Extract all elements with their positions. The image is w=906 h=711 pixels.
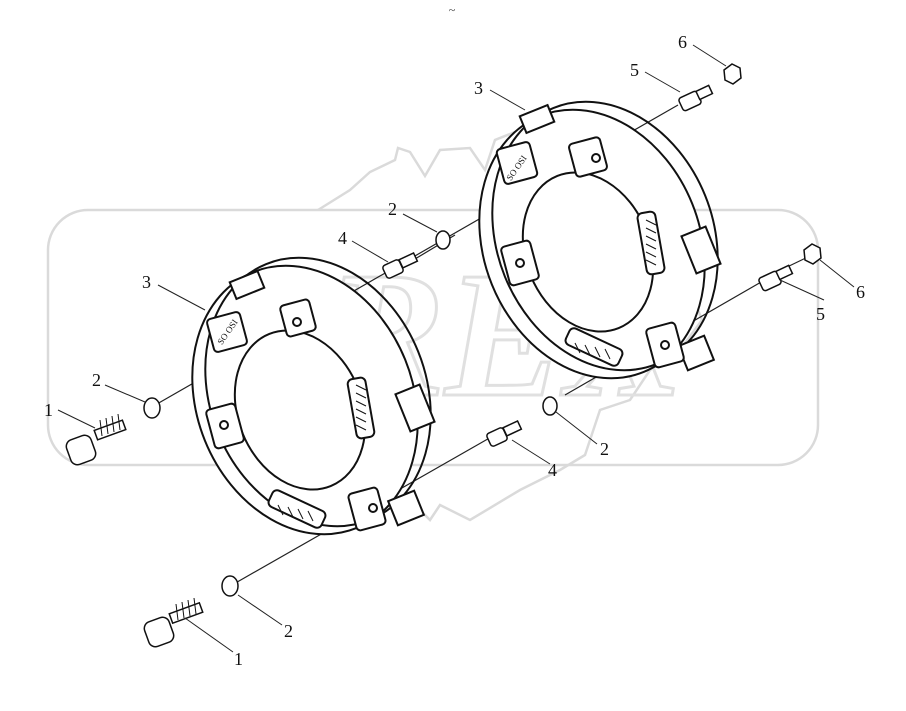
- callout-label: 2: [600, 439, 609, 459]
- stud-right-lower: [758, 264, 794, 292]
- washer-middle-upper: [435, 230, 451, 250]
- weight-right-slot-hatch: [574, 219, 657, 360]
- weight-right-hole-upper: [568, 136, 608, 178]
- stud-middle-upper: [382, 251, 419, 279]
- weight-right-slot-right: [636, 210, 666, 276]
- callout-label: 3: [142, 272, 151, 292]
- weight-left-tab-top: [228, 269, 266, 301]
- weight-left: SO OSI: [191, 256, 436, 536]
- callout-label: 5: [816, 304, 825, 324]
- weight-right-hole-upper-left: [495, 141, 539, 185]
- callout-label: 4: [338, 228, 347, 248]
- callout-label: 2: [388, 199, 397, 219]
- weight-left-hole-lower: [347, 486, 387, 532]
- weight-left-hole-left: [205, 402, 245, 450]
- stud-middle-lower: [486, 419, 523, 447]
- header-mark: ~: [449, 3, 456, 17]
- weight-left-tab-right: [394, 383, 436, 433]
- washer-left-lower: [221, 575, 239, 597]
- callout-label: 2: [284, 621, 293, 641]
- callout-labels: 1 1 2 2 2 2 3 3 4 4 5 5 6 6: [44, 32, 865, 669]
- weight-left-hole-upper-left: [206, 311, 248, 353]
- weight-right: SO OSI: [478, 100, 722, 380]
- washer-middle-lower: [542, 396, 558, 416]
- bolt-left-upper: [65, 413, 127, 466]
- bolt-left-lower: [143, 597, 204, 648]
- weight-left-tab-bottom: [386, 489, 426, 527]
- callout-label: 6: [678, 32, 687, 52]
- weight-left-slot-right: [346, 376, 376, 440]
- callout-label: 5: [630, 60, 639, 80]
- nut-right-upper: [723, 63, 742, 85]
- weight-left-slot-hatch: [277, 384, 367, 522]
- weight-right-tab-right: [680, 225, 722, 275]
- weight-right-hole-left: [500, 239, 540, 287]
- weight-right-hole-lower: [645, 321, 685, 369]
- callout-label: 1: [44, 400, 53, 420]
- callout-label: 4: [548, 460, 557, 480]
- stud-right-upper: [678, 84, 714, 112]
- callout-label: 3: [474, 78, 483, 98]
- nut-right-lower: [803, 243, 822, 265]
- callout-label: 2: [92, 370, 101, 390]
- callout-label: 1: [234, 649, 243, 669]
- callout-label: 6: [856, 282, 865, 302]
- callout-leaders: [57, 44, 855, 653]
- weight-right-tab-top: [518, 103, 556, 135]
- washer-left-upper: [143, 397, 161, 419]
- watermark-box: [46, 208, 820, 467]
